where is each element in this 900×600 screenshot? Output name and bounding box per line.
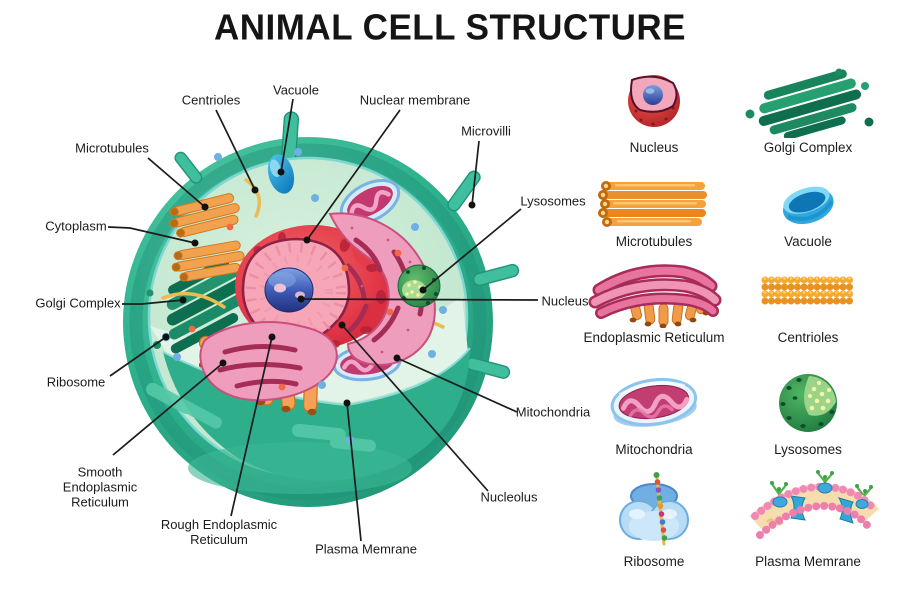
legend-item-mitochondria: Mitochondria <box>579 366 729 457</box>
legend-label-golgi-complex: Golgi Complex <box>763 140 853 155</box>
microvilli-graphic <box>174 111 520 379</box>
diagram-label-smooth-er: Smooth Endoplasmic Reticulum <box>62 464 138 510</box>
legend-item-endoplasmic-reticulum: Endoplasmic Reticulum <box>579 256 729 345</box>
golgi-complex-icon <box>745 68 874 138</box>
mitochondria-top-graphic <box>339 178 401 226</box>
diagram-label-lysosomes: Lysosomes <box>520 193 586 209</box>
legend-label-ribosome: Ribosome <box>623 554 685 569</box>
legend-item-vacuole: Vacuole <box>733 176 883 249</box>
legend-label-vacuole: Vacuole <box>784 234 832 249</box>
page-title: ANIMAL CELL STRUCTURE <box>214 7 686 48</box>
vacuole-icon <box>783 186 834 225</box>
diagram-label-microvilli: Microvilli <box>461 123 511 139</box>
nucleus-graphic <box>235 225 395 352</box>
lysosomes-icon <box>779 374 837 432</box>
rough-er-graphic <box>328 212 436 366</box>
diagram-label-mitochondria: Mitochondria <box>515 404 591 420</box>
legend-item-golgi-complex: Golgi Complex <box>733 64 883 155</box>
legend-label-plasma-memrane: Plasma Memrane <box>755 554 861 569</box>
diagram-label-microtubules: Microtubules <box>75 140 149 156</box>
legend-item-nucleus: Nucleus <box>579 64 729 155</box>
legend-item-microtubules: Microtubules <box>579 176 729 249</box>
legend-label-lysosomes: Lysosomes <box>774 442 842 457</box>
diagram-label-rough-er: Rough Endoplasmic Reticulum <box>160 517 278 547</box>
legend-item-plasma-memrane: Plasma Memrane <box>733 466 883 569</box>
microtubules-graphic <box>169 193 245 282</box>
plasma-memrane-icon <box>749 470 880 539</box>
leader-lines <box>107 98 539 542</box>
diagram-label-nuclear-membrane: Nuclear membrane <box>359 92 471 108</box>
leader-dots <box>162 168 476 407</box>
diagram-label-ribosome: Ribosome <box>46 374 106 390</box>
ribosome-icon <box>619 472 689 546</box>
diagram-label-centrioles: Centrioles <box>181 92 241 108</box>
legend-label-microtubules: Microtubules <box>615 234 693 249</box>
diagram-label-nucleus: Nucleus <box>541 293 589 309</box>
centrioles-icon <box>761 276 855 305</box>
legend-label-mitochondria: Mitochondria <box>615 442 693 457</box>
nucleus-icon <box>628 75 680 127</box>
mitochondria-icon <box>610 377 698 427</box>
lysosome-graphic <box>397 264 441 308</box>
legend-label-endoplasmic-reticulum: Endoplasmic Reticulum <box>583 330 725 345</box>
legend-item-centrioles: Centrioles <box>733 256 883 345</box>
legend-item-lysosomes: Lysosomes <box>733 366 883 457</box>
legend-label-centrioles: Centrioles <box>777 330 839 345</box>
diagram-label-cytoplasm: Cytoplasm <box>45 218 107 234</box>
diagram-label-plasma-memrane: Plasma Memrane <box>315 541 417 557</box>
microtubules-icon <box>598 181 707 227</box>
smooth-er-graphic <box>198 321 338 416</box>
legend-item-ribosome: Ribosome <box>579 466 729 569</box>
diagram-label-golgi-complex: Golgi Complex <box>35 295 121 311</box>
diagram-label-vacuole: Vacuole <box>272 82 320 98</box>
legend-label-nucleus: Nucleus <box>629 140 679 155</box>
endoplasmic-reticulum-icon <box>588 264 722 328</box>
diagram-label-nucleolus: Nucleolus <box>480 489 538 505</box>
nucleolus-graphic <box>264 267 314 313</box>
